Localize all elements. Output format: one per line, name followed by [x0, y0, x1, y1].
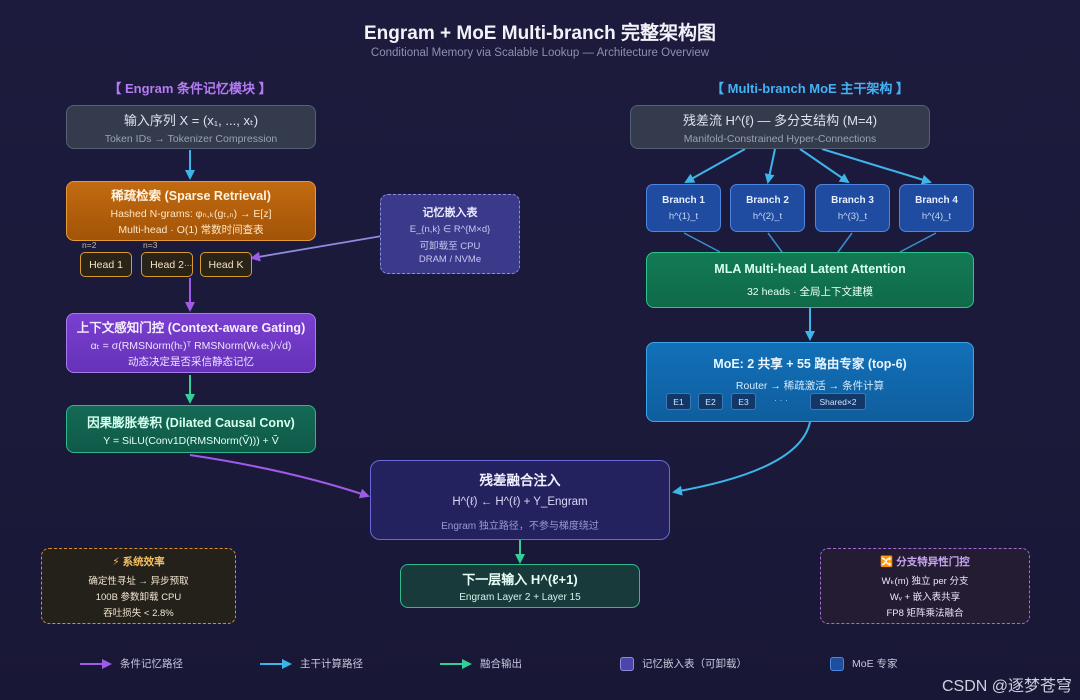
expert-e3: E3: [731, 393, 756, 410]
expert-ellipsis: · · ·: [774, 395, 788, 405]
arrow-memory-to-head: [250, 235, 383, 262]
branch-1-value: h^(1)_t: [668, 210, 699, 222]
watermark: CSDN @逐梦苍穹: [941, 678, 1072, 695]
arrow-res-b3: [799, 148, 850, 184]
branch-gating-line-3: FP8 矩阵乘法融合: [886, 607, 964, 619]
legend-memory-path: 条件记忆路径: [120, 656, 183, 671]
moe-router-desc: Router → 稀疏激活 → 条件计算: [735, 380, 885, 392]
moe-title: MoE: 2 共享 + 55 路由专家 (top-6): [713, 357, 907, 371]
dilated-conv-title: 因果膨胀卷积 (Dilated Causal Conv): [87, 415, 295, 430]
mla-attention-title: MLA Multi-head Latent Attention: [714, 261, 906, 276]
branch-4-name: Branch 4: [915, 194, 958, 206]
residual-stream-desc: Manifold-Constrained Hyper-Connections: [683, 132, 877, 145]
fusion-formula: H^(ℓ) ← H^(ℓ) + Y_Engram: [452, 495, 588, 508]
branch-gating-box: 🔀 分支特异性门控 Wₖ(m) 独立 per 分支 Wᵥ + 嵌入表共享 FP8…: [820, 548, 1030, 624]
branch-gating-line-1: Wₖ(m) 独立 per 分支: [881, 575, 969, 587]
branch-3-value: h^(3)_t: [837, 210, 868, 222]
mla-attention-desc: 32 heads · 全局上下文建模: [746, 285, 874, 298]
arrow-conv-to-fusion: [189, 454, 370, 499]
memory-table-storage: DRAM / NVMe: [418, 253, 482, 265]
expert-e2: E2: [698, 393, 723, 410]
efficiency-line-1: 确定性寻址 → 异步预取: [88, 575, 189, 587]
branch-3-box: Branch 3 h^(3)_t: [815, 184, 890, 232]
branch-1-box: Branch 1 h^(1)_t: [646, 184, 721, 232]
branch-2-box: Branch 2 h^(2)_t: [730, 184, 805, 232]
n2-label: n=2: [82, 240, 97, 250]
sparse-retrieval-title: 稀疏检索 (Sparse Retrieval): [111, 189, 271, 203]
next-layer-box: 下一层输入 H^(ℓ+1) Engram Layer 2 + Layer 15: [400, 564, 640, 608]
next-layer-title: 下一层输入 H^(ℓ+1): [462, 572, 578, 587]
branch-gating-line-2: Wᵥ + 嵌入表共享: [889, 591, 961, 603]
head-k-box: Head K: [200, 252, 252, 277]
legend-memory-table: 记忆嵌入表（可卸载）: [620, 656, 747, 671]
dilated-conv-formula: Y = SiLU(Conv1D(RMSNorm(Ṽ))) + Ṽ: [103, 434, 279, 447]
legend-moe-expert: MoE 专家: [830, 656, 898, 671]
expert-shared: Shared×2: [810, 393, 866, 410]
context-gating-formula: αₜ = σ(RMSNorm(hₜ)ᵀ RMSNorm(Wₖeₜ)/√d): [90, 340, 292, 352]
memory-table-shape: E_{n,k} ∈ R^{M×d}: [409, 223, 491, 235]
next-layer-desc: Engram Layer 2 + Layer 15: [459, 592, 581, 603]
legend-backbone-path: 主干计算路径: [300, 656, 363, 671]
head-2-box: Head 2: [141, 252, 193, 277]
branch-gating-title: 🔀 分支特异性门控: [880, 555, 970, 568]
legend-moe-expert-label: MoE 专家: [852, 658, 898, 670]
arrow-res-b4: [821, 148, 932, 185]
branch-3-name: Branch 3: [831, 194, 874, 206]
memory-table-offload: 可卸载至 CPU: [419, 240, 481, 252]
moe-experts-box: MoE: 2 共享 + 55 路由专家 (top-6) Router → 稀疏激…: [646, 342, 974, 422]
mla-attention-box: MLA Multi-head Latent Attention 32 heads…: [646, 252, 974, 308]
heads-ellipsis: ...: [184, 258, 193, 269]
engram-section-header: 【 Engram 条件记忆模块 】: [108, 81, 272, 96]
memory-table-title: 记忆嵌入表: [422, 206, 478, 219]
branch-4-box: Branch 4 h^(4)_t: [899, 184, 974, 232]
arrow-moe-to-fusion: [672, 421, 811, 496]
context-gating-box: 上下文感知门控 (Context-aware Gating) αₜ = σ(RM…: [66, 313, 316, 373]
link-b2-mla: [767, 232, 783, 253]
link-b3-mla: [837, 232, 853, 253]
legend-fusion-output-label: 融合输出: [480, 658, 522, 670]
fusion-title: 残差融合注入: [479, 472, 561, 488]
residual-stream-label: 残差流 H^(ℓ) — 多分支结构 (M=4): [682, 112, 878, 128]
head-1-box: Head 1: [80, 252, 132, 277]
legend-backbone-path-label: 主干计算路径: [300, 658, 363, 670]
context-gating-desc: 动态决定是否采信静态记忆: [128, 356, 254, 368]
input-sequence-desc: Token IDs → Tokenizer Compression: [104, 132, 278, 145]
n3-label: n=3: [143, 240, 158, 250]
legend-memory-table-swatch: [620, 656, 634, 671]
branch-2-value: h^(2)_t: [752, 210, 783, 222]
system-efficiency-box: ⚡ 系统效率 确定性寻址 → 异步预取 100B 参数卸载 CPU 吞吐损失 <…: [41, 548, 236, 624]
moe-section-header: 【 Multi-branch MoE 主干架构 】: [711, 81, 909, 96]
efficiency-title: ⚡ 系统效率: [112, 555, 165, 568]
memory-embedding-table-box: 记忆嵌入表 E_{n,k} ∈ R^{M×d} 可卸载至 CPU DRAM / …: [380, 194, 520, 274]
legend-memory-path-label: 条件记忆路径: [120, 658, 183, 670]
legend-moe-expert-swatch: [830, 656, 844, 671]
page-subtitle: Conditional Memory via Scalable Lookup —…: [370, 47, 710, 59]
sparse-retrieval-desc: Multi-head · O(1) 常数时间查表: [118, 224, 264, 236]
sparse-retrieval-box: 稀疏检索 (Sparse Retrieval) Hashed N-grams: …: [66, 181, 316, 241]
arrow-res-b1: [684, 148, 746, 183]
input-sequence-label: 输入序列 X = (x₁, ..., xₜ): [123, 112, 259, 128]
arrow-res-b2: [764, 148, 776, 184]
expert-e1: E1: [666, 393, 691, 410]
residual-fusion-box: 残差融合注入 H^(ℓ) ← H^(ℓ) + Y_Engram Engram 独…: [370, 460, 670, 540]
link-b4-mla: [899, 232, 937, 253]
efficiency-line-3: 吞吐损失 < 2.8%: [103, 607, 174, 619]
sparse-retrieval-formula: Hashed N-grams: φₙ,ₖ(gₜ,ₙ) → E[z]: [110, 208, 272, 220]
legend-fusion-output: 融合输出: [480, 656, 522, 671]
fusion-desc: Engram 独立路径，不参与梯度绕过: [441, 520, 599, 532]
legend-memory-table-label: 记忆嵌入表（可卸载）: [642, 658, 747, 670]
dilated-conv-box: 因果膨胀卷积 (Dilated Causal Conv) Y = SiLU(Co…: [66, 405, 316, 453]
efficiency-line-2: 100B 参数卸载 CPU: [95, 591, 182, 603]
branch-4-value: h^(4)_t: [921, 210, 952, 222]
context-gating-title: 上下文感知门控 (Context-aware Gating): [76, 321, 306, 335]
page-title: Engram + MoE Multi-branch 完整架构图: [363, 23, 717, 44]
link-b1-mla: [683, 232, 721, 253]
input-sequence-box: 输入序列 X = (x₁, ..., xₜ) Token IDs → Token…: [66, 105, 316, 149]
branch-2-name: Branch 2: [746, 194, 789, 206]
branch-1-name: Branch 1: [662, 194, 705, 206]
residual-stream-box: 残差流 H^(ℓ) — 多分支结构 (M=4) Manifold-Constra…: [630, 105, 930, 149]
